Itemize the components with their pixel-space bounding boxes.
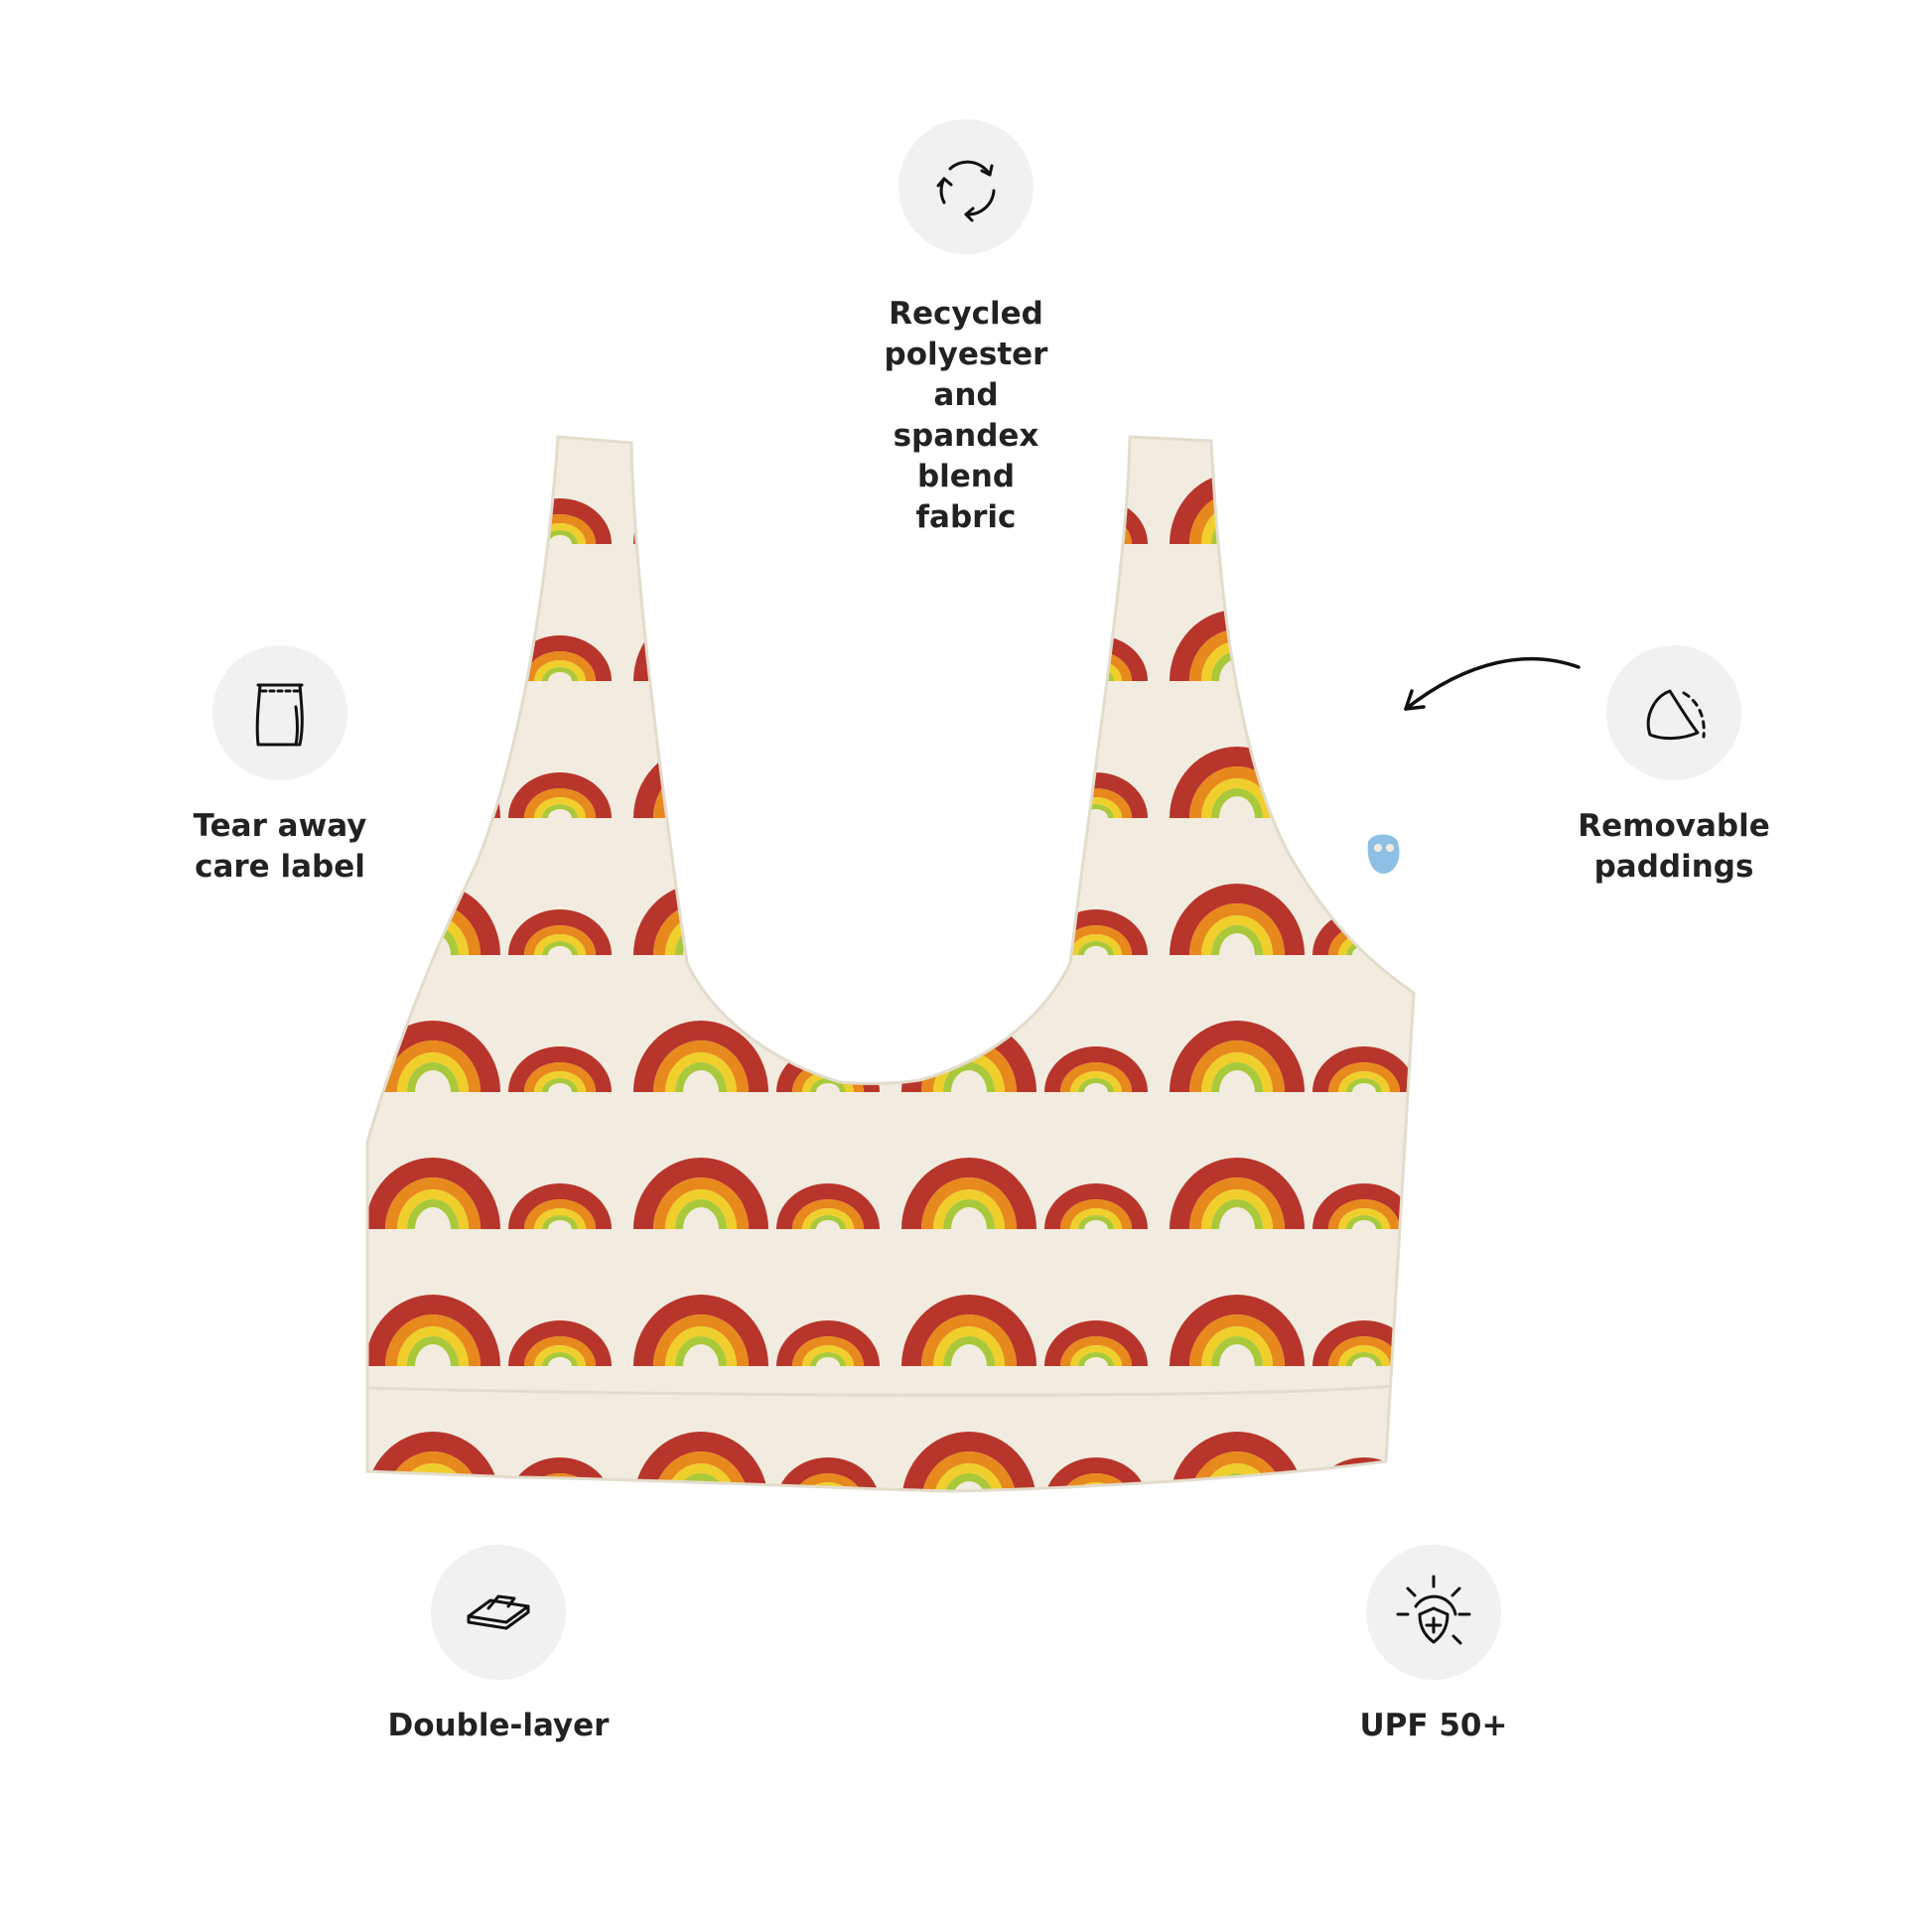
feature-tear-away: Tear away care label: [181, 645, 379, 888]
curved-arrow-icon: [1404, 656, 1581, 711]
recycled-label-line-3: spandex blend: [893, 418, 1039, 494]
sun-shield-icon: [1396, 1575, 1471, 1645]
recycled-label-line-2: polyester and: [884, 337, 1048, 413]
brand-logo: [1367, 834, 1400, 874]
removable-label-line-1: Removable: [1578, 808, 1770, 844]
upf-label: UPF 50+: [1360, 1706, 1508, 1746]
upf-label-line-1: UPF 50+: [1359, 1708, 1508, 1743]
tear-away-label-line-2: care label: [195, 849, 365, 885]
removable-label: Removable paddings: [1578, 806, 1769, 888]
removable-label-line-2: paddings: [1593, 849, 1754, 885]
care-label-icon-circle: [212, 645, 347, 780]
care-label-icon: [255, 683, 304, 747]
layers-icon-circle: [431, 1545, 566, 1680]
double-layer-label-line-1: Double-layer: [387, 1708, 610, 1743]
recycled-label: Recycled polyester and spandex blend fab…: [867, 294, 1065, 538]
recycled-label-line-4: fabric: [915, 499, 1017, 535]
tear-away-label: Tear away care label: [194, 806, 367, 888]
recycle-icon-circle: [898, 119, 1034, 254]
feature-upf: UPF 50+: [1334, 1545, 1533, 1746]
padding-icon-circle: [1606, 645, 1741, 780]
bikini-top-image: [365, 435, 1416, 1493]
feature-removable: Removable paddings: [1555, 645, 1793, 888]
recycle-icon: [936, 160, 996, 222]
padding-cup-icon: [1646, 689, 1706, 741]
double-layer-label: Double-layer: [388, 1706, 610, 1746]
feature-recycled: Recycled polyester and spandex blend fab…: [867, 119, 1065, 538]
tear-away-label-line-1: Tear away: [193, 808, 367, 844]
recycled-label-line-1: Recycled: [889, 296, 1043, 332]
sun-shield-icon-circle: [1366, 1545, 1501, 1680]
feature-double-layer: Double-layer: [379, 1545, 618, 1746]
layers-icon: [467, 1594, 530, 1630]
